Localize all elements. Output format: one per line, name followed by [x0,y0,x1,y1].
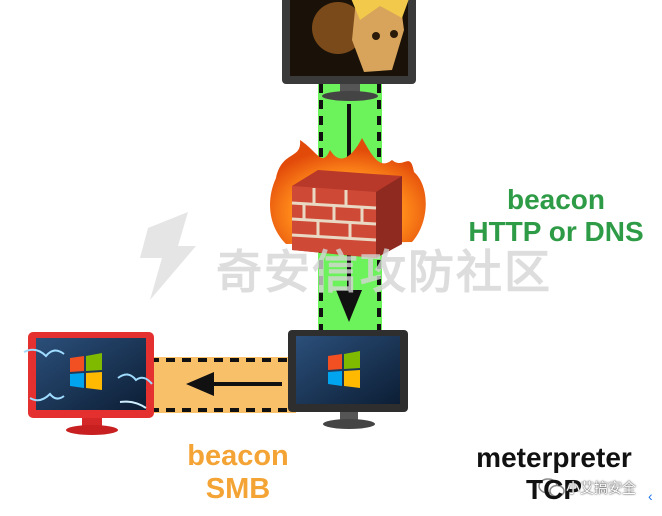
footer-account-name: 小艾搞安全 [566,481,636,497]
chevron-left-icon[interactable]: ‹ [648,488,653,504]
firewall-icon [270,138,426,258]
meterpreter-label: meterpreter TCP [464,442,644,506]
http-beacon-line1: beacon [506,184,606,215]
windows-logo-icon [328,351,360,388]
meterpreter-line2: TCP [526,474,582,506]
infected-windows-monitor-icon [23,332,154,435]
smb-beacon-line1: beacon [187,440,289,472]
left-arrow-icon [186,372,282,396]
smb-beacon-line2: SMB [205,473,271,506]
down-arrow-icon [336,104,362,322]
http-beacon-line2: HTTP or DNS [468,216,644,248]
attacker-monitor-icon [282,0,416,101]
windows-monitor-icon [288,330,408,429]
smb-beacon-label: beacon SMB [160,440,316,507]
wechat-icon [538,478,565,498]
meterpreter-line1: meterpreter [476,442,632,473]
http-beacon-label: beacon HTTP or DNS [440,184,662,248]
watermark-logo [140,212,196,300]
watermark-text: 奇安信攻防社区 [216,245,552,299]
